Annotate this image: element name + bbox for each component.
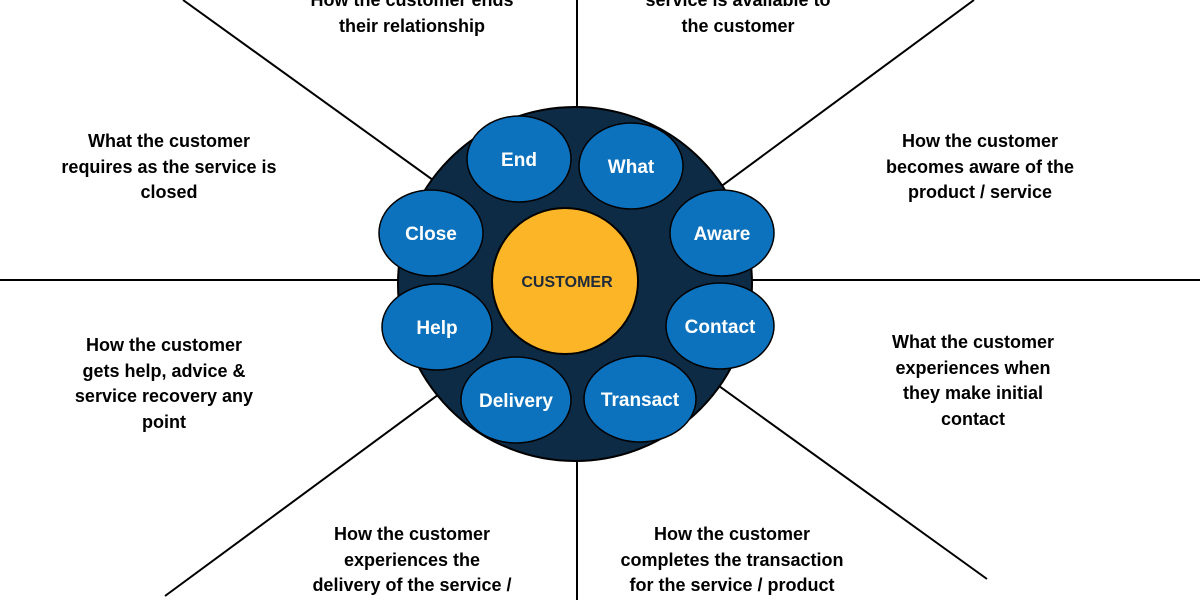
stage-node-delivery: Delivery	[460, 356, 572, 444]
stage-node-close-label: Close	[405, 224, 457, 245]
description-contact: What the customer experiences when they …	[891, 332, 1055, 429]
stage-node-end-label: End	[501, 150, 537, 171]
description-aware: How the customer becomes aware of the pr…	[885, 131, 1075, 202]
description-end: How the customer ends their relationship	[310, 0, 514, 36]
stage-node-transact-label: Transact	[601, 390, 680, 411]
description-delivery: How the customer experiences the deliver…	[312, 524, 512, 595]
stage-node-what-label: What	[608, 157, 655, 178]
stage-node-contact-shape	[665, 282, 775, 370]
stage-node-transact: Transact	[583, 355, 697, 443]
stage-node-help: Help	[381, 283, 493, 371]
customer-center: CUSTOMER	[491, 207, 639, 355]
stage-node-end: End	[466, 115, 572, 203]
description-what: service is available to the customer	[645, 0, 831, 36]
stage-node-delivery-shape	[460, 356, 572, 444]
stage-node-what-shape	[578, 122, 684, 210]
stage-node-aware-label: Aware	[694, 224, 751, 245]
description-transact: How the customer completes the transacti…	[620, 524, 844, 595]
stage-node-contact-label: Contact	[685, 317, 756, 338]
stage-node-aware: Aware	[669, 189, 775, 277]
stage-node-delivery-label: Delivery	[479, 391, 553, 412]
customer-center-label: CUSTOMER	[521, 274, 613, 291]
stage-node-end-shape	[466, 115, 572, 203]
stage-node-help-shape	[381, 283, 493, 371]
stage-node-close: Close	[378, 189, 484, 277]
stage-node-close-shape	[378, 189, 484, 277]
stage-node-help-label: Help	[416, 318, 457, 339]
description-help: How the customer gets help, advice & ser…	[74, 335, 254, 432]
stage-node-transact-shape	[583, 355, 697, 443]
stage-node-what: What	[578, 122, 684, 210]
description-close: What the customer requires as the servic…	[61, 131, 277, 202]
stage-node-contact: Contact	[665, 282, 775, 370]
stage-node-aware-shape	[669, 189, 775, 277]
customer-center-circle	[491, 207, 639, 355]
